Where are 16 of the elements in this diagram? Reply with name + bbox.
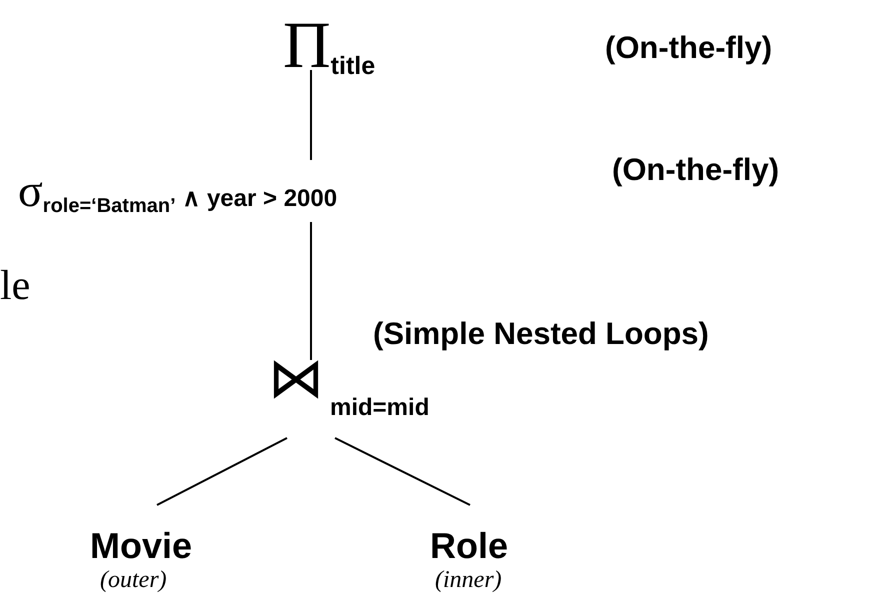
algorithm-note: (On-the-fly) (605, 30, 772, 66)
relation-name: Movie (90, 525, 192, 567)
tree-edge (334, 437, 470, 506)
relation-name: Role (430, 525, 508, 567)
tree-edge (310, 70, 312, 160)
cut-off-text: le (0, 262, 30, 310)
operator-expression: Π$_{title}$ (283, 8, 376, 84)
join-condition: mid=mid (330, 394, 430, 422)
operator-expression: σ$_{role=‘Batman’}$ ∧ year > 2000 (18, 164, 338, 218)
role-note: (inner) (435, 567, 502, 594)
role-note: (outer) (100, 567, 167, 594)
tree-edge (310, 222, 312, 360)
algorithm-note: (On-the-fly) (612, 152, 780, 188)
algorithm-note: (Simple Nested Loops) (373, 316, 709, 352)
tree-edge (156, 437, 288, 506)
join-symbol: ⋈ (268, 346, 324, 411)
